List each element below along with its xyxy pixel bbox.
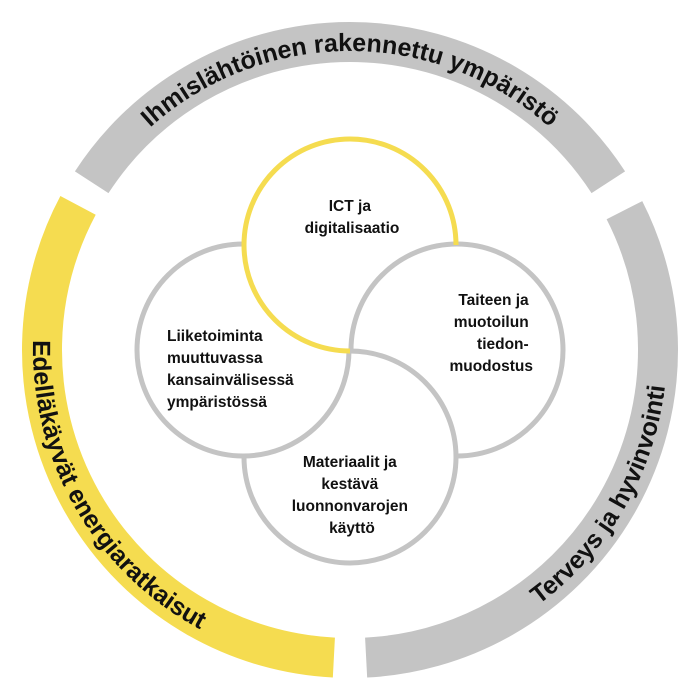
outer-label-built-environment: Ihmislähtöinen rakennettu ympäristö bbox=[136, 29, 565, 132]
outer-segment-health-wellbeing bbox=[365, 201, 678, 678]
circle-ict bbox=[241, 136, 459, 354]
label-materials: Materiaalit ja kestävä luonnonvarojen kä… bbox=[292, 454, 413, 537]
label-ict: ICT ja digitalisaatio bbox=[305, 198, 400, 237]
label-business: Liiketoiminta muuttuvassa kansainvälises… bbox=[167, 328, 298, 411]
circle-arts-design bbox=[348, 241, 566, 459]
circle-business bbox=[134, 241, 352, 459]
outer-segment-energy-solutions bbox=[22, 196, 335, 678]
circle-materials bbox=[241, 348, 459, 566]
outer-segment-built-environment bbox=[74, 22, 626, 194]
label-arts-design: Taiteen ja muotoilun tiedon- muodostus bbox=[449, 292, 533, 375]
